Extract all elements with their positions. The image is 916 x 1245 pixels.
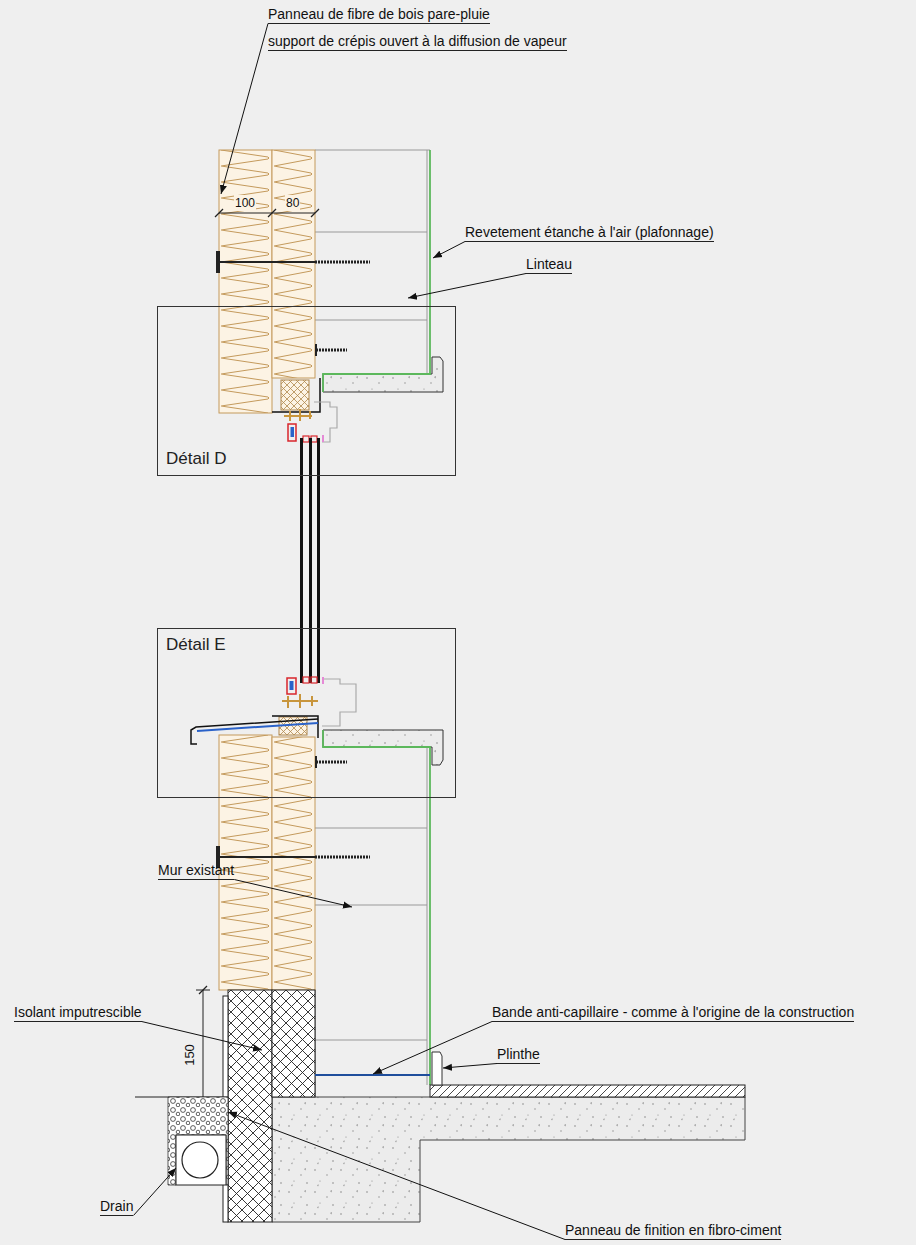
dimension-lines <box>203 990 204 1097</box>
insulation-anchor <box>316 349 347 352</box>
wood-fibre-insulation <box>272 737 315 990</box>
dimension-value: 80 <box>285 195 300 211</box>
window-head-frame <box>272 378 320 412</box>
sill-flashing <box>191 719 318 744</box>
window-head-frame <box>288 424 296 441</box>
sill-flashing <box>197 723 318 731</box>
callout-label: Plinthe <box>497 1046 540 1064</box>
window-sill-frame <box>272 677 356 738</box>
dimension-lines <box>199 986 207 994</box>
dimension-lines <box>215 209 223 217</box>
window-head-frame <box>284 409 312 421</box>
window-sill-frame <box>322 679 356 726</box>
detail-title: Détail E <box>166 635 226 655</box>
existing-wall-lines <box>315 1040 427 1041</box>
wood-fibre-insulation <box>219 150 272 413</box>
detail-frame: Détail D <box>157 306 456 476</box>
leader-line <box>221 24 268 195</box>
foundation-concrete <box>272 1085 745 1222</box>
leader-line <box>142 1022 262 1051</box>
detail-frame: Détail E <box>157 628 456 798</box>
ground-and-drain <box>182 1142 218 1178</box>
insulation-anchor <box>219 856 315 858</box>
triple-glazing <box>317 438 320 683</box>
callout-label: Bande anti-capillaire - comme à l'origin… <box>492 1004 854 1022</box>
window-head-frame <box>322 435 324 442</box>
existing-wall-lines <box>315 828 427 829</box>
window-head-frame <box>303 436 309 442</box>
window-head-frame <box>272 378 337 442</box>
leader-line <box>433 242 465 259</box>
window-sill-frame <box>290 681 294 690</box>
airtight-plaster-line <box>323 730 430 1085</box>
sill-flashing <box>191 719 318 744</box>
wood-fibre-insulation <box>281 380 309 410</box>
triple-glazing <box>300 438 320 683</box>
callout-label: Linteau <box>526 256 572 274</box>
callout-label: support de crépis ouvert à la diffusion … <box>268 33 567 51</box>
existing-wall-lines <box>315 905 427 906</box>
skirting-and-damp-course <box>315 1074 430 1076</box>
airtight-plaster-line <box>323 150 430 1085</box>
dimension-value: 100 <box>234 195 256 211</box>
insulation-anchor <box>315 261 370 264</box>
callout-label: Panneau de finition en fibro-ciment <box>565 1222 781 1240</box>
insulation-anchor <box>315 856 370 859</box>
existing-wall-lines <box>427 150 428 374</box>
existing-wall-lines <box>315 320 427 321</box>
ground-and-drain <box>168 1097 228 1185</box>
leader-line <box>133 1168 176 1216</box>
insulation-anchor <box>216 251 370 868</box>
foundation-concrete <box>430 1085 745 1097</box>
insulation-anchor <box>316 761 347 764</box>
existing-wall-lines <box>315 150 430 151</box>
leader-line <box>234 880 352 908</box>
detail-title: Détail D <box>166 449 226 469</box>
existing-wall-lines <box>315 150 430 1097</box>
airtight-plaster-line <box>323 150 430 392</box>
wood-fibre-insulation <box>272 150 315 378</box>
callout-label: Panneau de fibre de bois pare-pluie <box>268 6 490 24</box>
leader-line <box>373 1022 492 1075</box>
leader-line <box>443 1064 497 1069</box>
window-sill-frame <box>287 678 296 694</box>
foundation-concrete <box>272 1097 745 1222</box>
leader-line <box>228 1112 565 1240</box>
callout-label: Mur existant <box>158 862 234 880</box>
ground-and-drain <box>135 1097 228 1185</box>
window-sill-frame <box>311 677 317 683</box>
leader-line <box>408 274 526 299</box>
dimension-value: 150 <box>182 1044 198 1066</box>
window-sill-frame <box>282 694 318 708</box>
window-head-frame <box>291 427 295 437</box>
existing-wall-lines <box>315 232 427 233</box>
ground-and-drain <box>176 1135 226 1185</box>
insulation-anchor <box>219 261 315 263</box>
callout-label: Drain <box>100 1198 133 1216</box>
rot-proof-insulation <box>223 990 315 1222</box>
reveal-plaster <box>323 357 443 765</box>
rot-proof-insulation <box>272 990 315 1097</box>
rot-proof-insulation <box>228 990 272 1222</box>
callout-label: Isolant imputrescible <box>14 1004 142 1022</box>
dimension-lines <box>268 209 276 217</box>
window-sill-frame <box>303 677 309 683</box>
skirting-and-damp-course <box>432 1052 442 1085</box>
dimension-lines <box>219 213 315 214</box>
callout-label: Revetement étanche à l'air (plafonnage) <box>465 224 714 242</box>
skirting-and-damp-course <box>315 1052 442 1085</box>
triple-glazing <box>309 438 312 683</box>
window-sill-frame <box>322 677 324 684</box>
dimension-lines <box>311 209 319 217</box>
triple-glazing <box>300 438 303 683</box>
